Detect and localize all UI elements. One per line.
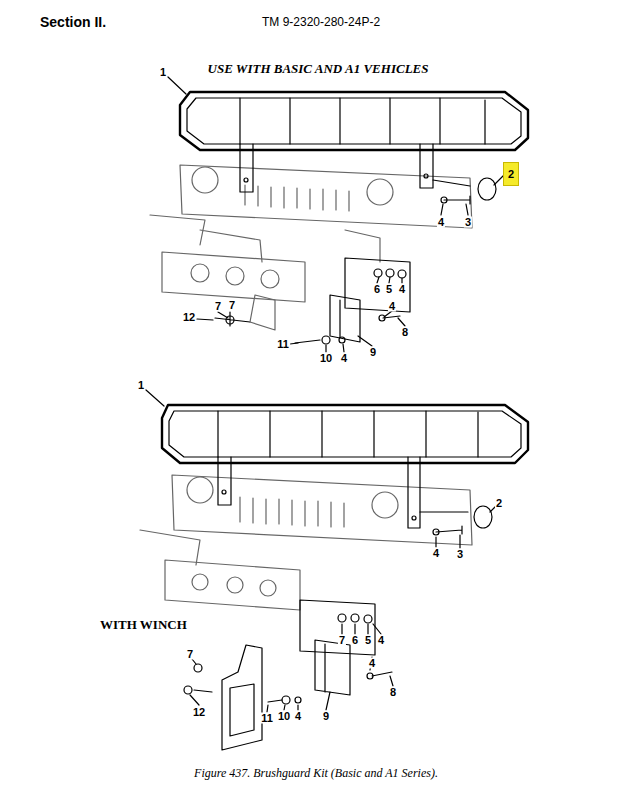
variant-label: WITH WINCH	[100, 618, 187, 631]
callout-number: 7	[228, 300, 236, 311]
section-heading: Section II.	[40, 15, 106, 29]
callout-number: 12	[192, 707, 206, 718]
callout-number: 8	[389, 687, 397, 698]
callout-number: 11	[260, 713, 274, 724]
callout-number: 4	[368, 658, 376, 669]
callout-number: 6	[351, 635, 359, 646]
callout-number: 3	[456, 549, 464, 560]
callout-number: 11	[276, 339, 290, 350]
callout-number: 4	[340, 353, 348, 364]
callout-number: 4	[388, 301, 396, 312]
callout-number: 2	[495, 498, 503, 509]
callout-number: 2	[508, 169, 514, 180]
callout-number: 10	[319, 353, 333, 364]
callout-number: 5	[364, 635, 372, 646]
callout-number: 4	[432, 548, 440, 559]
callout-number: 7	[338, 635, 346, 646]
highlight-box: 2	[503, 162, 519, 186]
figure-title: USE WITH BASIC AND A1 VEHICLES	[208, 62, 429, 75]
callout-number: 10	[277, 711, 291, 722]
manual-number: TM 9-2320-280-24P-2	[262, 16, 380, 28]
callout-number: 8	[401, 327, 409, 338]
callout-number: 5	[385, 284, 393, 295]
callout-number: 9	[322, 711, 330, 722]
figure-caption: Figure 437. Brushguard Kit (Basic and A1…	[194, 767, 438, 779]
callout-number: 3	[464, 217, 472, 228]
callout-number: 7	[186, 649, 194, 660]
callout-number: 4	[437, 217, 445, 228]
callout-number: 4	[294, 711, 302, 722]
callout-number: 1	[137, 380, 145, 391]
callout-number: 1	[159, 67, 167, 78]
callout-number: 7	[214, 301, 222, 312]
callout-number: 9	[369, 347, 377, 358]
callout-number: 4	[398, 284, 406, 295]
callout-number: 4	[377, 635, 385, 646]
callout-number: 6	[373, 284, 381, 295]
callout-number: 12	[182, 312, 196, 323]
